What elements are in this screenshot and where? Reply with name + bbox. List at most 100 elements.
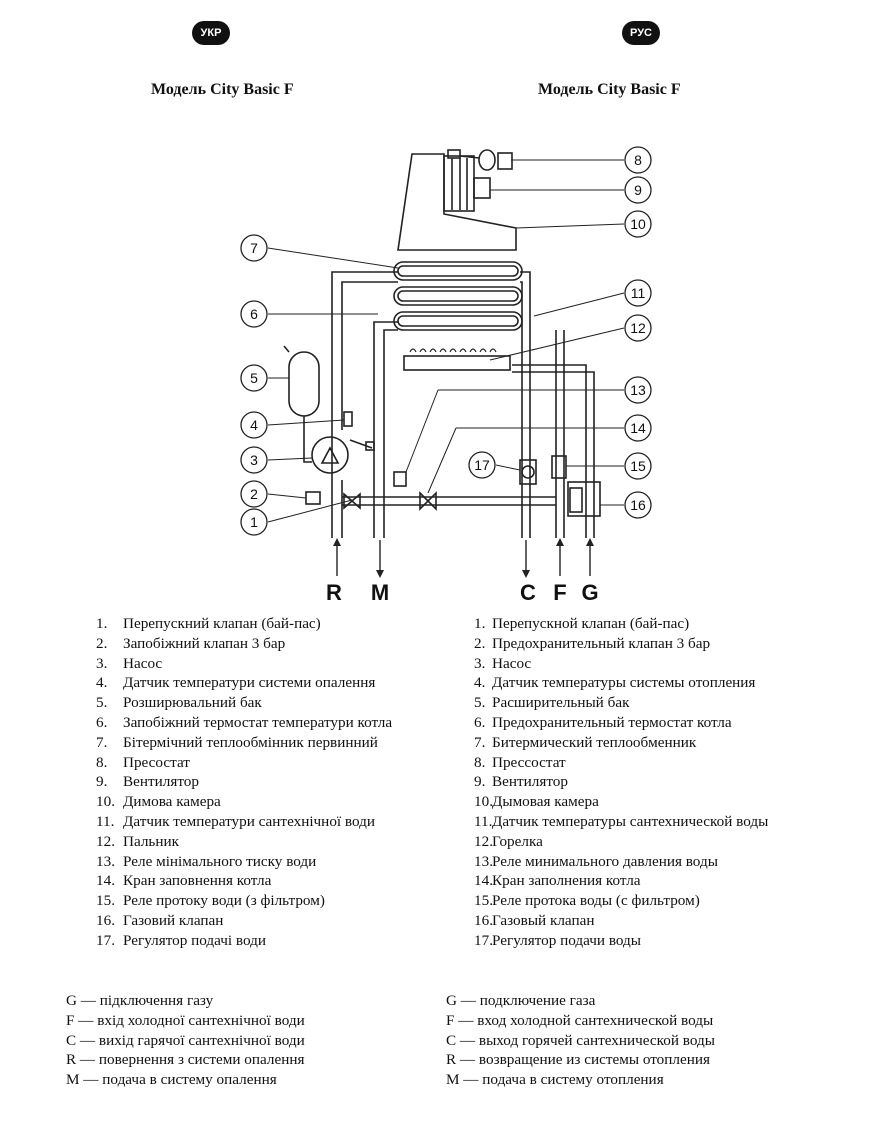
parts-list-rus: 1.Перепускной клапан (бай-пас)2.Предохра… — [474, 614, 806, 951]
item-text: Кран заполнения котла — [492, 872, 641, 890]
list-item: 7.Битермический теплообменник — [474, 733, 806, 753]
item-text: Вентилятор — [123, 773, 199, 791]
item-number: 16. — [474, 911, 493, 929]
connection-r: R — [326, 580, 342, 605]
item-text: Газовий клапан — [123, 911, 224, 929]
callout-15: 15 — [630, 458, 646, 474]
item-number: 3. — [96, 654, 108, 672]
item-number: 12. — [474, 832, 493, 850]
callout-5-circle — [240, 364, 268, 392]
list-item: 1.Перепускной клапан (бай-пас) — [474, 614, 806, 634]
item-number: 9. — [474, 773, 486, 791]
item-number: 13. — [474, 852, 493, 870]
legend-item: F — вхід холодної сантехнічної води — [66, 1011, 305, 1029]
item-text: Насос — [492, 654, 532, 672]
item-text: Перепускний клапан (бай-пас) — [123, 615, 321, 632]
item-text: Запобіжний термостат температури котла — [123, 713, 393, 731]
callout-15-circle — [624, 452, 652, 480]
item-text: Реле протока воды (с фильтром) — [492, 892, 700, 910]
legend-item: R — повернення з системи опалення — [66, 1051, 305, 1069]
item-number: 17. — [96, 931, 115, 949]
list-item: 9. Вентилятор — [474, 772, 806, 792]
boiler-schematic: 1 2 3 4 5 6 7 8 9 10 11 12 13 14 15 16 1… — [240, 146, 652, 605]
callout-9-circle — [624, 176, 652, 204]
callout-17: 17 — [474, 457, 490, 473]
item-text: Насос — [123, 654, 163, 672]
callout-4: 4 — [250, 417, 258, 433]
callout-10-circle — [624, 210, 652, 238]
item-number: 12. — [96, 832, 115, 850]
list-item: 8.Пресостат — [96, 753, 420, 773]
item-text: Датчик температуры системы отопления — [492, 674, 756, 692]
legend-item: F — вход холодной сантехнической воды — [446, 1011, 714, 1029]
connection-g: G — [581, 580, 598, 605]
item-number: 1. — [96, 615, 108, 632]
list-item: 3. Насос — [96, 654, 420, 674]
callout-12-circle — [624, 314, 652, 342]
item-number: 8. — [96, 753, 108, 771]
list-item: 10.Дымовая камера — [474, 792, 806, 812]
list-item: 7.Бітермічний теплообмінник первинний — [96, 733, 420, 753]
callout-13: 13 — [630, 382, 646, 398]
item-text: Реле минимального давления воды — [492, 852, 718, 870]
list-item: 1. Перепускний клапан (бай-пас) — [96, 614, 420, 634]
item-text: Горелка — [492, 832, 543, 850]
item-text: Предохранительный клапан 3 бар — [492, 634, 711, 652]
list-item: 16.Газовый клапан — [474, 911, 806, 931]
list-item: 3. Насос — [474, 654, 806, 674]
callout-9: 9 — [634, 182, 642, 198]
item-text: Прессостат — [492, 753, 566, 771]
callout-10: 10 — [630, 216, 646, 232]
list-item: 14.Кран заповнення котла — [96, 871, 420, 891]
item-text: Предохранительный термостат котла — [492, 713, 732, 731]
list-item: 17. Регулятор подачі води — [96, 931, 420, 951]
callout-16: 16 — [630, 497, 646, 513]
item-number: 1. — [474, 615, 486, 632]
item-text: Датчик температури системи опалення — [123, 674, 376, 692]
callout-2-circle — [240, 480, 268, 508]
item-text: Датчик температуры сантехнической воды — [492, 812, 769, 830]
list-item: 16.Газовий клапан — [96, 911, 420, 931]
list-item: 6.Предохранительный термостат котла — [474, 713, 806, 733]
item-number: 2. — [96, 634, 108, 652]
list-item: 15.Реле протока воды (с фильтром) — [474, 891, 806, 911]
callout-11: 11 — [631, 285, 646, 301]
legend-item: C — вихід гарячої сантехнічної води — [66, 1031, 305, 1049]
item-number: 10. — [96, 793, 115, 811]
list-item: 17.Регулятор подачи воды — [474, 931, 806, 951]
item-number: 9. — [96, 773, 108, 791]
list-item: 10.Димова камера — [96, 792, 420, 812]
item-text: Регулятор подачі води — [123, 931, 267, 949]
callout-12: 12 — [630, 320, 646, 336]
item-number: 3. — [474, 654, 486, 672]
item-text: Дымовая камера — [492, 793, 599, 811]
callout-8: 8 — [634, 152, 642, 168]
badge-ukr: УКР — [192, 21, 230, 45]
item-number: 4. — [474, 674, 486, 692]
list-item: 2.Запобіжний клапан 3 бар — [96, 634, 420, 654]
list-item: 13.Реле минимального давления воды — [474, 852, 806, 872]
item-text: Реле протоку води (з фільтром) — [123, 892, 325, 910]
item-number: 5. — [474, 694, 486, 712]
item-text: Расширительный бак — [492, 694, 630, 712]
list-item: 14.Кран заполнения котла — [474, 871, 806, 891]
list-item: 15.Реле протоку води (з фільтром) — [96, 891, 420, 911]
item-number: 11. — [96, 812, 115, 830]
connection-m: M — [371, 580, 389, 605]
item-text: Битермический теплообменник — [492, 733, 697, 751]
list-item: 4. Датчик температуры системы отопления — [474, 673, 806, 693]
item-number: 11. — [474, 812, 493, 830]
callout-16-circle — [624, 491, 652, 519]
callout-14-circle — [624, 414, 652, 442]
item-text: Вентилятор — [492, 773, 568, 791]
callout-6-circle — [240, 300, 268, 328]
item-text: Розширювальний бак — [123, 694, 262, 712]
callout-3-circle — [240, 446, 268, 474]
item-number: 14. — [474, 872, 493, 890]
list-item: 6.Запобіжний термостат температури котла — [96, 713, 420, 733]
item-number: 14. — [96, 872, 115, 890]
legend-item: C — выход горячей сантехнической воды — [446, 1031, 715, 1049]
callout-6: 6 — [250, 306, 258, 322]
item-number: 17. — [474, 931, 493, 949]
